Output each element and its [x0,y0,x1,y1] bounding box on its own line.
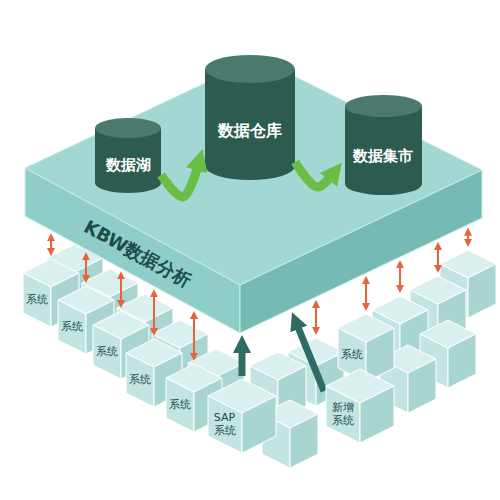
exchange-arrow [365,282,367,306]
exchange-arrow [120,277,122,303]
system-label: 系统 [96,346,119,359]
exchange-arrow [153,295,155,331]
exchange-arrow [85,258,87,278]
cube-face [408,359,436,413]
store-label: 数据仓库 [218,121,282,142]
cube-face [242,396,276,453]
system-label: 系统 [129,374,152,387]
cube-face [290,414,318,468]
cylinder-shape [345,95,422,195]
slab-face [240,170,482,333]
cylinder-shape [95,118,161,193]
data-store-cylinder: 数据集市 [345,95,422,195]
exchange-arrow [437,248,439,268]
cube-face [208,396,242,453]
cube-face [126,353,154,407]
cube-face [448,334,476,388]
cube-face [166,378,194,432]
exchange-arrow [193,317,195,356]
system-label: 系统 [26,294,49,307]
store-label: 数据集市 [353,147,413,166]
cylinder-top [345,95,422,117]
cube-face [58,300,86,354]
cube-face [360,386,394,443]
system-label: 系统 [169,399,192,412]
cube-face [468,264,496,318]
exchange-arrow [315,305,317,329]
data-store-cylinder: 数据湖 [95,118,161,193]
cylinder-top [205,55,295,83]
exchange-arrow [50,239,52,251]
system-cube: 新增 系统 [326,369,394,443]
system-label: SAP 系统 [210,412,240,437]
data-store-cylinder: 数据仓库 [205,55,295,180]
cylinder-body [345,106,422,195]
flow-arrow [295,162,332,187]
store-label: 数据湖 [106,156,151,175]
flow-arrow [161,164,198,197]
cube-face [93,325,121,379]
system-label: 新增 系统 [328,402,358,427]
cylinder-body [205,69,295,180]
exchange-arrow [467,233,469,241]
cylinder-top [95,118,161,138]
system-label: 系统 [341,349,364,362]
system-label: 系统 [61,321,84,334]
cylinder-shape [205,55,295,180]
system-cube: SAP 系统 [208,379,276,453]
cube-face [23,273,51,327]
exchange-arrow [297,324,324,391]
exchange-arrow [399,266,401,288]
exchange-arrow [239,348,246,376]
cube-face [326,386,360,443]
